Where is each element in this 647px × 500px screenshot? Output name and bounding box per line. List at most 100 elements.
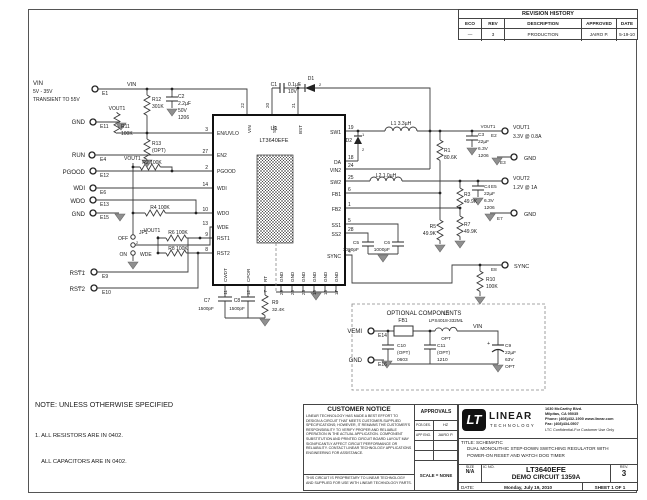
pin-ss1-name: SS1: [332, 223, 342, 229]
pin17-num: 17: [334, 290, 339, 296]
gnd-e7-label: GND: [524, 212, 536, 218]
wires-bottom: [224, 285, 338, 319]
terminal-e7: [510, 209, 518, 217]
rev-approved-value: JAIRO P.: [582, 29, 617, 41]
jp1-ref: JP1: [139, 230, 148, 236]
wires-optional: [374, 330, 499, 365]
rev-col-date: DATE: [620, 21, 634, 26]
pin13-num: 13: [202, 221, 208, 227]
r5-ref: R5: [430, 224, 437, 230]
c10-size: 0603: [397, 357, 408, 363]
d2-p1: 1: [362, 132, 365, 137]
r11-val: 100K: [121, 131, 133, 137]
terminal-e4: [88, 151, 96, 159]
pin-gnd16-name: GND: [323, 271, 328, 282]
d2-diode: [354, 136, 362, 144]
c1-val: 0.1µF: [288, 82, 301, 88]
linear-technology-logo: LT LINEAR TECHNOLOGY: [459, 405, 543, 438]
scale-label: SCALE = NONE: [419, 473, 453, 478]
pin23-num: 23: [301, 290, 306, 296]
pin24-num: 24: [348, 163, 354, 169]
vin-source-title: VIN: [33, 81, 43, 87]
optional-components-box: [351, 303, 546, 391]
rev-col-approved: APPROVED: [582, 19, 617, 28]
out1-rating: 3.3V @ 0.8A: [513, 134, 542, 140]
fax: Fax: (408)434-0507: [545, 422, 579, 427]
date-cell: DATE: Monday, July 19, 2010: [459, 483, 582, 490]
terminal-e14-label: E14: [378, 333, 387, 339]
wires-channel2: [345, 180, 511, 296]
terminal-e16: [367, 356, 375, 364]
customer-notice-title: CUSTOMER NOTICE: [327, 406, 391, 413]
wires-bst-section: [271, 87, 431, 170]
rev-date-value: 5-19-10: [619, 32, 635, 37]
r10-ref: R10: [486, 277, 495, 283]
rev-eco-value: —: [459, 29, 482, 41]
terminal-e2: [501, 127, 509, 135]
r3-ref: R3: [464, 192, 471, 198]
c9-volt: 63V: [505, 357, 514, 363]
terminal-e11-label: E11: [100, 124, 109, 130]
pin-rst2-name: RST2: [217, 251, 230, 257]
r8-label: R8 100K: [168, 246, 188, 252]
c9-opt: OPT: [505, 364, 515, 370]
c3-volt: 6.3V: [478, 146, 489, 152]
pin-wdi-name: WDI: [217, 186, 227, 192]
r7-val: 49.9K: [464, 229, 478, 235]
c11-opt: (OPT): [437, 350, 450, 356]
c7-val: 1500pF: [198, 306, 214, 311]
pin-fb1-name: FB1: [332, 192, 341, 198]
rev-rev-value: 3: [482, 29, 505, 41]
lt-logo-icon: LT: [462, 409, 486, 431]
c3-size: 1206: [478, 153, 489, 159]
approvals-block: APPROVALS PCB DES. HZ APP ENG. JAIRO P. …: [414, 404, 458, 491]
website-link[interactable]: www.linear.com: [584, 417, 614, 422]
r9-ref: R9: [272, 300, 279, 306]
out1-name: VOUT1: [513, 125, 530, 131]
c6-val: 1000pF: [374, 247, 390, 253]
terminal-rst2-label: RST2: [70, 287, 86, 293]
out2-rating: 1.2V @ 1A: [513, 185, 538, 191]
c8-val: 1500pF: [229, 306, 245, 311]
c4-ref: C4: [484, 184, 490, 190]
pin-gnd17-name: GND: [334, 271, 339, 282]
rev-col-eco: ECO: [459, 19, 482, 28]
r12-resistor: [143, 94, 151, 116]
pin-sw1-name: SW1: [330, 130, 341, 136]
pin-enuvlo-name: EN/UVLO: [217, 131, 239, 137]
pin-wde-name: WDE: [217, 225, 229, 231]
customer-notice-footer: THIS CIRCUIT IS PROPRIETARY TO LINEAR TE…: [304, 474, 414, 490]
board-terminals: [88, 85, 518, 364]
pin-gnd26-name: GND: [290, 271, 295, 282]
terminal-e15-label: E15: [100, 215, 109, 221]
company-name: LINEAR: [489, 411, 533, 422]
junction-dots: [131, 86, 482, 333]
u1-exposed-pad: [256, 154, 294, 244]
size-value: N/A: [465, 469, 475, 475]
terminal-e10: [90, 284, 98, 292]
u1-part: LT3640EFE: [260, 138, 289, 144]
l3-ref: L3: [443, 311, 449, 317]
r12-ref: R12: [152, 97, 161, 103]
pcb-des-label: PCB DES.: [415, 421, 434, 430]
c5-val: 1000pF: [343, 247, 359, 253]
revision-history-title: REVISION HISTORY: [459, 10, 637, 19]
c10-opt: (OPT): [397, 350, 410, 356]
demo-circuit-number: DEMO CIRCUIT 1359A: [511, 474, 581, 481]
title-label: TITLE: SCHEMATIC: [461, 440, 503, 445]
size-label: SIZE: [465, 465, 475, 469]
terminal-e12: [89, 167, 97, 175]
pin6-num: 6: [348, 187, 351, 193]
pin-da-name: DA: [334, 160, 342, 166]
l1-label: L1 3.3µH: [391, 121, 412, 127]
terminal-wdi-label: WDI: [73, 186, 85, 192]
d1-p1: 1: [299, 82, 302, 87]
app-eng-value: JAIRO P.: [437, 433, 454, 437]
c5-ref: C5: [353, 240, 359, 246]
terminal-rst1-label: RST1: [70, 271, 86, 277]
pin-sw-name: SW: [272, 125, 277, 133]
pin3-num: 3: [205, 127, 208, 133]
c4-volt: 6.3V: [484, 198, 495, 204]
vin-source-note: TRANSIENT TO 55V: [33, 97, 80, 103]
pin14-num: 14: [202, 182, 208, 188]
